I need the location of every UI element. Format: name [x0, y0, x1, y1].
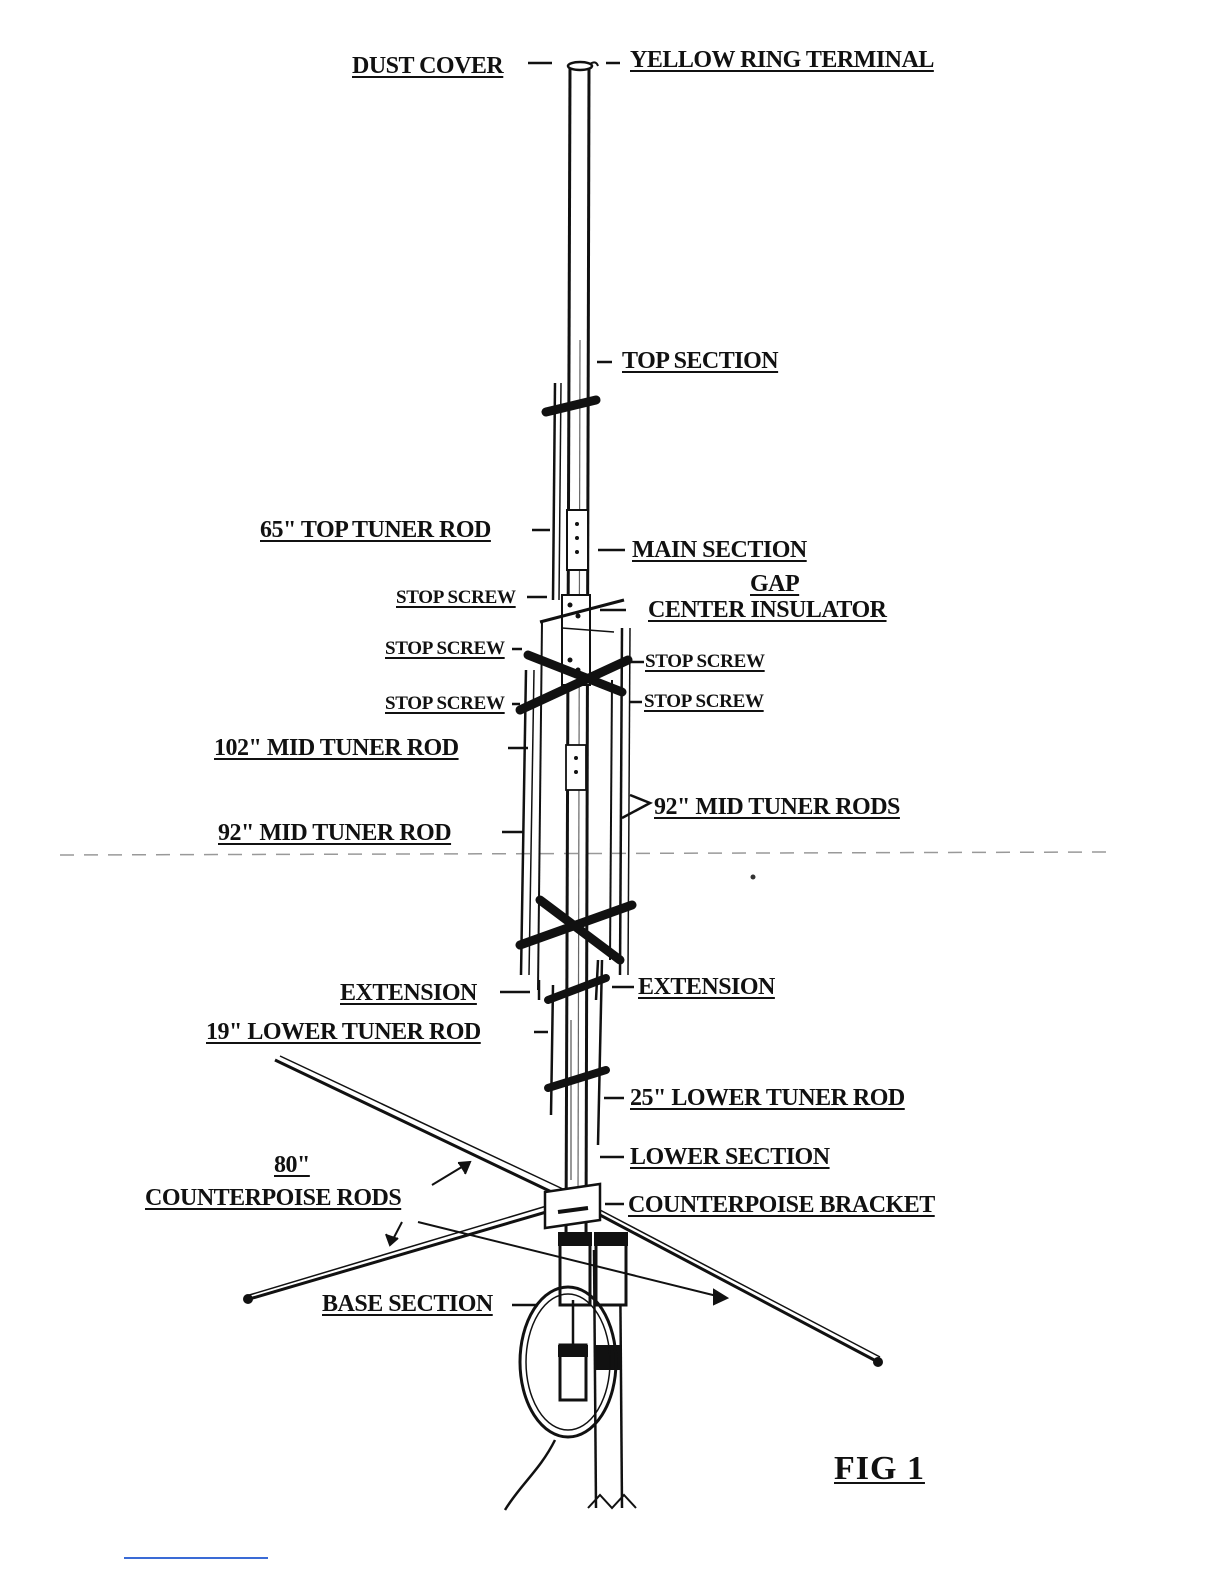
lower-tuner-rod-19-label: 19" LOWER TUNER ROD [206, 1019, 481, 1045]
leader-lines [500, 61, 653, 1307]
lower-tuner-rods [544, 959, 610, 1146]
counterpoise-rods-label: COUNTERPOISE RODS [145, 1185, 402, 1211]
antenna-tube [561, 60, 615, 1241]
center-insulator-label: CENTER INSULATOR [648, 597, 887, 623]
figure-label: FIG 1 [834, 1450, 925, 1487]
mid-tuner-rods [515, 598, 637, 1001]
counterpoise-arrows [385, 1160, 730, 1306]
extension-left-label: EXTENSION [340, 980, 477, 1006]
counterpoise-rods [243, 1055, 883, 1367]
stop-screw-label: STOP SCREW [385, 693, 505, 714]
yellow-ring-terminal-label: YELLOW RING TERMINAL [630, 47, 934, 73]
base-section [503, 1232, 628, 1511]
top-tuner-rod [541, 382, 601, 601]
base-section-label: BASE SECTION [322, 1291, 493, 1317]
counterpoise-bracket [543, 1182, 602, 1230]
counterpoise-bracket-label: COUNTERPOISE BRACKET [628, 1192, 935, 1218]
dust-cover-label: DUST COVER [352, 53, 504, 79]
stop-screw-label: STOP SCREW [385, 638, 505, 659]
stop-screw-label: STOP SCREW [645, 651, 765, 672]
top-section-label: TOP SECTION [622, 348, 779, 374]
lower-section-label: LOWER SECTION [630, 1144, 830, 1170]
lower-tuner-rod-25-label: 25" LOWER TUNER ROD [630, 1085, 905, 1111]
scan-artifact-line [59, 851, 1111, 856]
stop-screw-label: STOP SCREW [644, 691, 764, 712]
gap-label: GAP [750, 571, 800, 597]
extension-right-label: EXTENSION [638, 974, 775, 1000]
main-section-label: MAIN SECTION [632, 537, 807, 563]
stop-screw-label: STOP SCREW [396, 587, 516, 608]
mid-tuner-rod-102-label: 102" MID TUNER ROD [214, 735, 459, 761]
counterpoise-length-label: 80" [274, 1152, 310, 1178]
scan-dot [750, 874, 756, 880]
mid-tuner-rods-92-label: 92" MID TUNER RODS [654, 794, 900, 820]
top-tuner-rod-label: 65" TOP TUNER ROD [260, 517, 491, 543]
mid-tuner-rod-92-label: 92" MID TUNER ROD [218, 820, 452, 846]
